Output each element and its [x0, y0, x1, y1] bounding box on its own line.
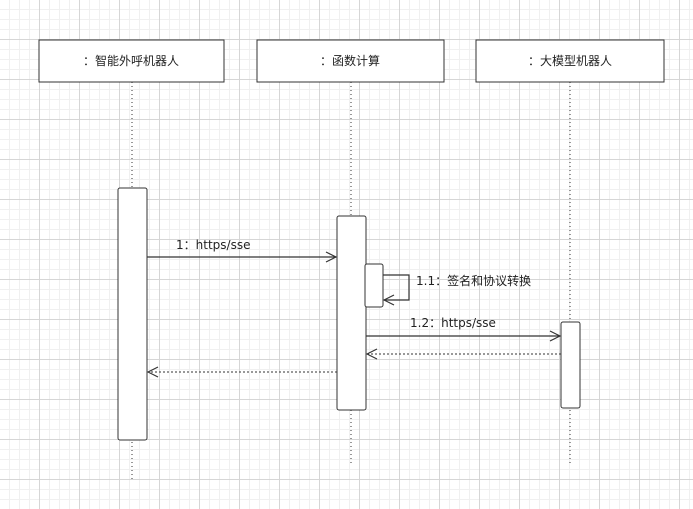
activation-bar-1[interactable]	[117, 187, 148, 441]
activation-bar-3[interactable]	[560, 321, 581, 409]
participant-2-label: ：函数计算	[320, 53, 380, 68]
participant-1[interactable]: ：智能外呼机器人	[38, 39, 225, 83]
message-1-1-arrow[interactable]	[383, 274, 410, 300]
participant-3[interactable]: ：大模型机器人	[475, 39, 665, 83]
participant-3-label: ：大模型机器人	[528, 54, 612, 68]
message-1-label: 1：https/sse	[176, 238, 250, 252]
message-1-1-label: 1.1：签名和协议转换	[416, 273, 531, 288]
activation-bar-2[interactable]	[336, 215, 367, 411]
participant-1-label: ：智能外呼机器人	[83, 53, 179, 68]
participant-2[interactable]: ：函数计算	[256, 39, 445, 83]
activation-bar-2-nested[interactable]	[364, 263, 384, 308]
message-1-2-label: 1.2：https/sse	[410, 316, 496, 330]
